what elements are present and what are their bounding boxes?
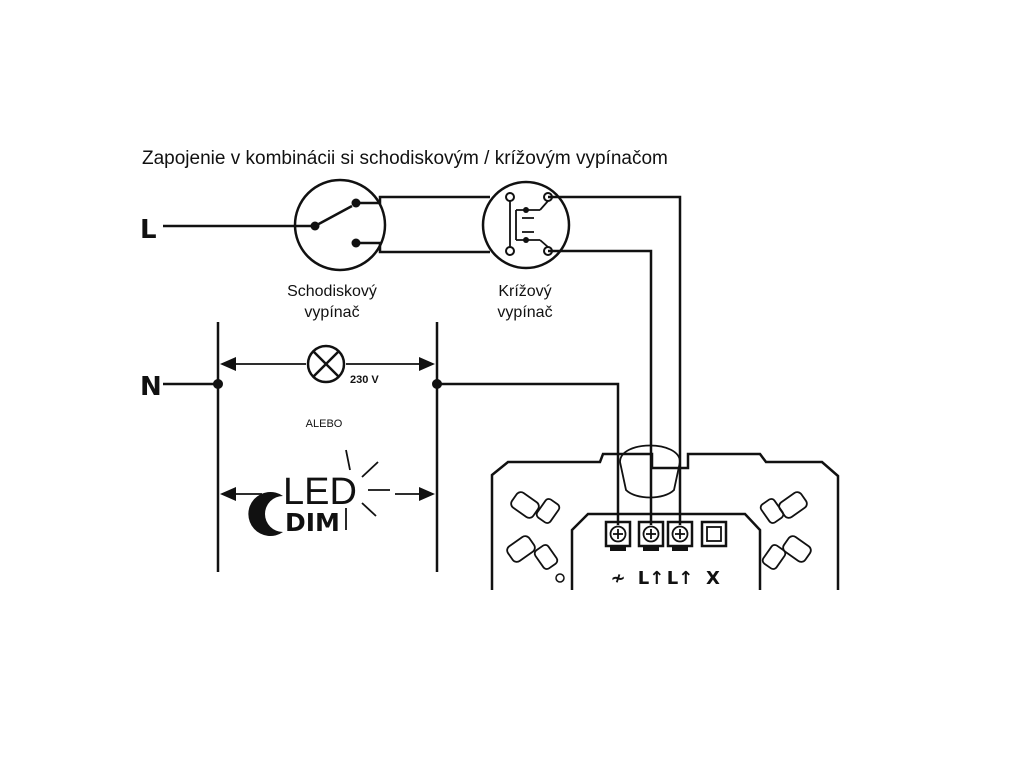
wire-traveller-bottom <box>356 241 490 254</box>
dim-label: DIM <box>285 508 340 537</box>
cross-switch-dot-1 <box>523 207 529 213</box>
wire-n-dimmer <box>437 382 620 525</box>
wire-traveller-top <box>356 195 490 205</box>
cross-switch-mechanism <box>509 200 549 248</box>
cross-switch-terminal-bl <box>505 246 515 256</box>
diagram-title: Zapojenie v kombinácii si schodiskovým /… <box>142 148 668 169</box>
alternative-label: ALEBO <box>306 418 343 430</box>
wire-cross-top <box>548 195 682 525</box>
stair-switch-body <box>293 178 387 272</box>
cross-switch-label-line1: Krížový <box>498 283 551 300</box>
dim-moon-icon <box>248 492 283 536</box>
cross-switch-terminal-tl <box>505 192 515 202</box>
lamp-arrow-right <box>419 357 435 371</box>
cross-switch-body <box>481 180 571 270</box>
lamp-voltage: 230 V <box>350 374 379 386</box>
dimmer-frame <box>490 452 840 590</box>
stair-switch-label-line1: Schodiskový <box>287 283 377 300</box>
dimmer-clip-left-bottom <box>506 535 559 570</box>
terminal-label-2: L↑ <box>638 568 665 589</box>
lamp-arrow-left <box>220 357 236 371</box>
terminal-3 <box>666 520 694 551</box>
dimmer-clip-right-top <box>759 491 808 524</box>
terminal-4 <box>700 520 728 548</box>
wire-cross-bottom <box>548 249 653 525</box>
led-label: LED <box>283 471 357 513</box>
dimmer-terminal-block <box>570 512 762 590</box>
cross-switch-dot-2 <box>523 237 529 243</box>
dimmer-unit: ≁ L↑ L↑ X <box>490 444 840 590</box>
lamp-icon <box>306 344 346 384</box>
node-left <box>213 379 223 389</box>
line-n-label: N <box>140 372 162 402</box>
terminal-2 <box>637 520 665 551</box>
cross-switch <box>481 180 571 270</box>
terminal-1 <box>604 520 632 551</box>
line-l-label: L <box>140 215 157 245</box>
stair-switch-label-line2: vypínač <box>304 304 359 321</box>
terminal-label-4: X <box>706 568 720 589</box>
dimmer-slot <box>619 444 681 499</box>
terminal-label-1: ≁ <box>610 568 625 589</box>
dimmer-screw-hole <box>555 573 565 583</box>
terminal-label-3: L↑ <box>667 568 694 589</box>
stair-switch-lever <box>314 204 353 228</box>
dimmer-clip-right-bottom <box>761 535 812 570</box>
led-arrow-right <box>419 487 435 501</box>
led-light-rays-icon <box>345 449 390 530</box>
dimmer-clip-left-top <box>510 491 561 524</box>
led-arrow-left <box>220 487 236 501</box>
cross-switch-label-line2: vypínač <box>497 304 552 321</box>
